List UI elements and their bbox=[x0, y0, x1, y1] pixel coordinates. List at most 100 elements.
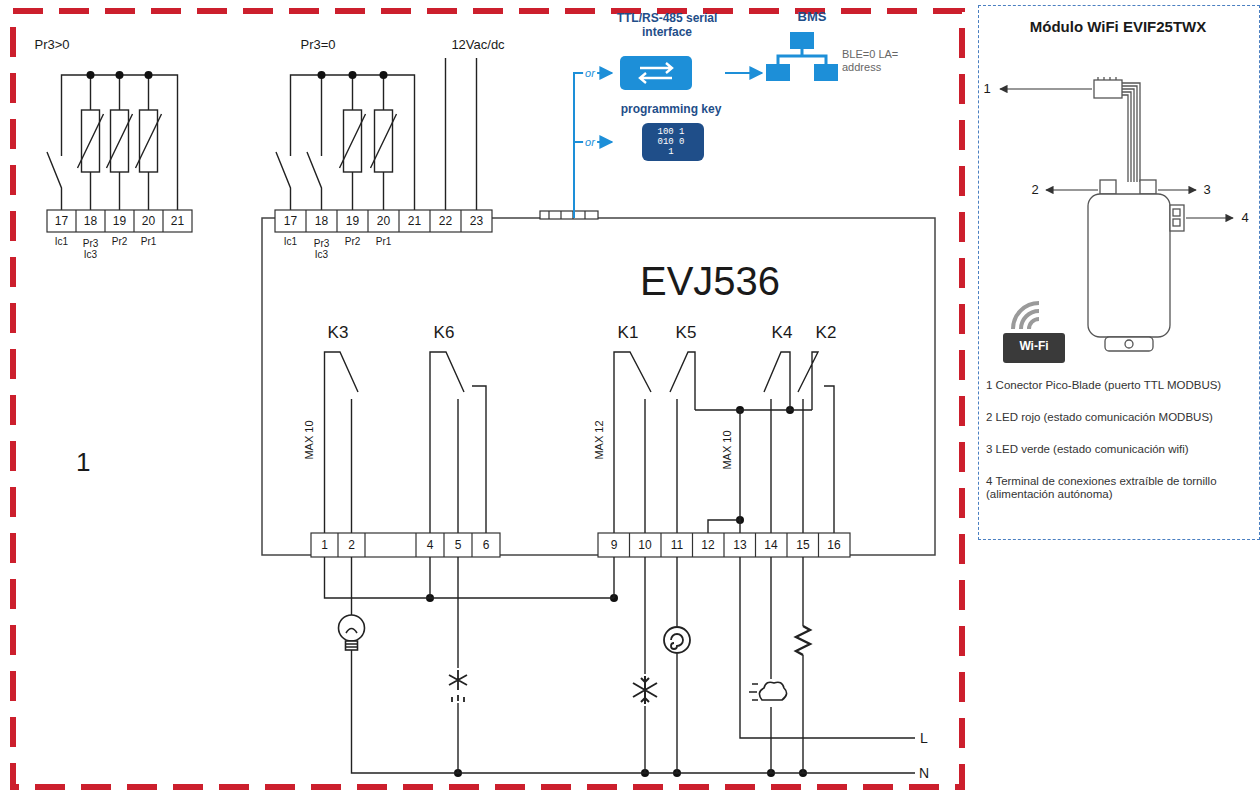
programming-key: programming key100 1010 01 bbox=[612, 103, 733, 165]
terminal-number: 2 bbox=[348, 539, 355, 552]
input-name: Pr1 bbox=[376, 237, 392, 248]
load-wiring bbox=[740, 557, 915, 738]
bms-icon bbox=[778, 48, 826, 66]
terminal-number: 22 bbox=[439, 215, 452, 228]
wifi-module-panel: Módulo WiFi EVIF25TWX 1 Conector Pico-Bla… bbox=[978, 5, 1260, 540]
junction-dot bbox=[145, 71, 153, 79]
defrost-symbol bbox=[449, 670, 467, 702]
terminal-number: 21 bbox=[408, 215, 421, 228]
mode-note: Pr3>0 bbox=[34, 38, 69, 52]
callout-number: 3 bbox=[1203, 183, 1210, 197]
input-name: Ic1 bbox=[55, 237, 68, 248]
wifi-module-drawing bbox=[1170, 205, 1184, 231]
serial-interface: TTL/RS-485 serial interface bbox=[612, 12, 725, 92]
terminal-number: 23 bbox=[470, 215, 483, 228]
terminal-number: 1 bbox=[321, 539, 328, 552]
callout-leader bbox=[1186, 217, 1233, 218]
relay-contacts bbox=[325, 352, 835, 533]
load-wiring bbox=[325, 557, 615, 598]
terminal-number: 6 bbox=[483, 539, 490, 552]
wifi-module-drawing bbox=[1140, 180, 1156, 194]
key-code: 100 1010 01 bbox=[656, 128, 686, 158]
bms-icon bbox=[814, 64, 838, 81]
terminal-block bbox=[275, 210, 492, 232]
terminal-number: 20 bbox=[142, 215, 155, 228]
relay-contacts bbox=[614, 352, 651, 533]
relay-contacts bbox=[695, 410, 812, 533]
data-link-arrow bbox=[574, 73, 612, 218]
terminal-number: 11 bbox=[671, 539, 683, 552]
block-heading: TTL/RS-485 serial interface bbox=[612, 12, 722, 40]
mode-note: Pr3=0 bbox=[300, 38, 335, 52]
probe-wiring bbox=[353, 75, 384, 210]
arrow-glyph bbox=[620, 56, 692, 90]
relay-name: K5 bbox=[676, 324, 697, 342]
terminal-number: 18 bbox=[84, 215, 97, 228]
relay-contacts bbox=[798, 352, 834, 533]
wifi-module-drawing bbox=[1098, 77, 1116, 80]
legend-item: 4 Terminal de conexiones extraíble de to… bbox=[986, 475, 1252, 501]
wifi-module-drawing bbox=[1088, 77, 1184, 351]
junction-dot bbox=[87, 71, 95, 79]
input-name: Pr1 bbox=[141, 237, 157, 248]
load-wiring bbox=[457, 557, 458, 773]
lamp-symbol bbox=[339, 615, 365, 641]
lamp-symbol bbox=[346, 641, 358, 650]
junction-dot bbox=[318, 71, 326, 79]
bms-icon bbox=[766, 64, 790, 81]
legend-item: 1 Conector Pico-Blade (puerto TTL MODBUS… bbox=[986, 379, 1252, 392]
terminal-number: 18 bbox=[315, 215, 328, 228]
current-rating: MAX 12 bbox=[594, 420, 606, 459]
device-name: EVJ536 bbox=[640, 258, 780, 304]
terminal-number: 10 bbox=[638, 539, 651, 552]
compressor-symbol bbox=[633, 676, 657, 704]
wifi-module-drawing bbox=[1105, 337, 1153, 351]
panel-title: Módulo WiFi EVIF25TWX bbox=[979, 18, 1257, 35]
terminal-block bbox=[47, 210, 192, 232]
relay-contacts bbox=[670, 352, 695, 533]
wifi-module-drawing bbox=[1125, 340, 1133, 348]
neutral-name: N bbox=[919, 766, 929, 781]
terminal-block bbox=[630, 533, 819, 557]
callout-number: 1 bbox=[983, 82, 990, 96]
terminal-number: 9 bbox=[611, 539, 618, 552]
callout-leader bbox=[1158, 189, 1196, 190]
badge-text: Wi-Fi bbox=[1003, 340, 1065, 354]
fan-symbol bbox=[664, 627, 690, 653]
lamp-symbol bbox=[346, 629, 357, 634]
wifi-module-drawing bbox=[1173, 219, 1180, 226]
input-name: Pr2 bbox=[112, 237, 128, 248]
terminal-number: 16 bbox=[827, 539, 840, 552]
callout-leader bbox=[1000, 88, 1092, 89]
lamp-symbol bbox=[346, 644, 358, 647]
terminal-block bbox=[549, 211, 585, 219]
wifi-module-drawing bbox=[1094, 80, 1122, 98]
terminal-number: 21 bbox=[171, 215, 184, 228]
serial-interface-icon bbox=[620, 56, 692, 90]
wifi-module-drawing bbox=[1173, 209, 1180, 216]
terminal-block bbox=[76, 210, 163, 232]
heater-symbol bbox=[796, 626, 810, 655]
legend-item: 3 LED verde (estado comunicación wifi) bbox=[986, 443, 1252, 456]
relay-contacts bbox=[430, 352, 486, 533]
heater-symbol bbox=[796, 626, 810, 655]
input-name: Pr3 Ic3 bbox=[80, 239, 102, 260]
terminal-block bbox=[306, 210, 461, 232]
input-name: Ic1 bbox=[284, 237, 297, 248]
relay-name: K4 bbox=[772, 324, 793, 342]
bms-block: BMSBLE=0 LA= address bbox=[762, 10, 957, 90]
terminal-block bbox=[598, 533, 850, 557]
terminal-number: 20 bbox=[377, 215, 390, 228]
probe-wiring bbox=[78, 114, 162, 168]
relay-name: K3 bbox=[328, 324, 349, 342]
wifi-arcs bbox=[1003, 293, 1065, 333]
load-wiring bbox=[676, 557, 677, 773]
diagram-frame: 1 EVJ536 TTL/RS-485 serial interface BMSBLE… bbox=[10, 8, 965, 790]
load-wiring bbox=[802, 557, 803, 773]
setting-note: BLE=0 LA= address bbox=[842, 48, 922, 73]
current-rating: MAX 10 bbox=[722, 430, 734, 469]
bms-icon bbox=[790, 32, 814, 49]
compressor-symbol bbox=[633, 676, 657, 704]
